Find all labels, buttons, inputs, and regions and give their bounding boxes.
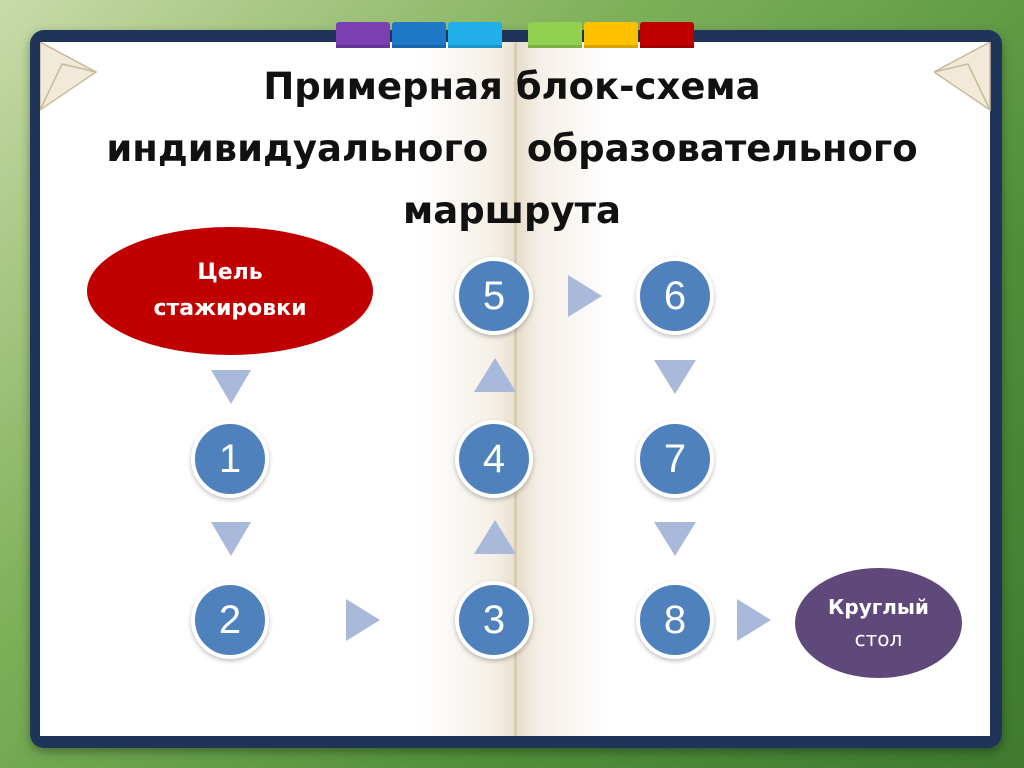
tab-yellow	[584, 22, 638, 48]
arrow-right-8-to-end-icon	[737, 599, 771, 641]
step-node-8: 8	[636, 581, 714, 659]
goal-ellipse: Цель стажировки	[87, 227, 373, 355]
page-title: Примерная блок-схема индивидуального обр…	[60, 56, 964, 242]
goal-label-line-1: Цель	[197, 260, 263, 285]
page-corner-left-icon	[40, 42, 98, 111]
book-spine	[514, 42, 517, 736]
title-line-3: маршрута	[402, 189, 621, 232]
round-table-label-line-2: стол	[854, 627, 903, 651]
title-line-2: индивидуального образовательного	[106, 127, 918, 170]
step-node-2: 2	[191, 581, 269, 659]
arrow-right-2-to-3-icon	[346, 599, 380, 641]
arrow-right-5-to-6-icon	[568, 275, 602, 317]
arrow-down-goal-to-1-icon	[211, 370, 251, 404]
step-node-5: 5	[455, 257, 533, 335]
tab-blue	[392, 22, 446, 48]
step-node-3: 3	[455, 581, 533, 659]
round-table-label-line-1: Круглый	[828, 595, 929, 619]
step-node-6: 6	[636, 257, 714, 335]
arrow-up-3-to-4-icon	[474, 520, 516, 554]
page-corner-right-icon	[934, 42, 991, 112]
tab-purple	[336, 22, 390, 48]
arrow-down-1-to-2-icon	[211, 522, 251, 556]
tab-green	[528, 22, 582, 48]
round-table-ellipse: Круглый стол	[795, 568, 962, 678]
step-node-4: 4	[455, 420, 533, 498]
arrow-down-7-to-8-icon	[654, 522, 696, 556]
goal-label-line-2: стажировки	[153, 296, 307, 321]
arrow-up-4-to-5-icon	[474, 358, 516, 392]
step-node-1: 1	[191, 420, 269, 498]
tab-cyan	[448, 22, 502, 48]
step-node-7: 7	[636, 420, 714, 498]
arrow-down-6-to-7-icon	[654, 360, 696, 394]
tab-red	[640, 22, 694, 48]
title-line-1: Примерная блок-схема	[263, 65, 761, 108]
